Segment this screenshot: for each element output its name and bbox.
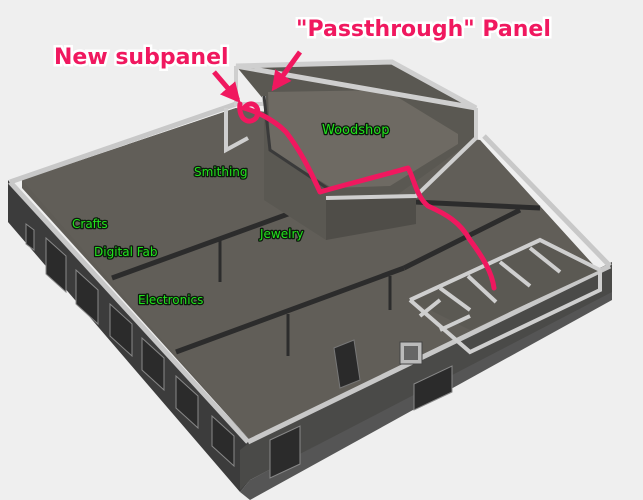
subpanel-nook — [224, 108, 249, 154]
small-rooms — [408, 237, 602, 355]
room-label-electronics: Electronics — [138, 293, 203, 307]
new-subpanel-label: New subpanel — [54, 45, 229, 70]
passthrough-panel-arrow — [271, 50, 303, 92]
passthrough-panel-label: "Passthrough" Panel — [296, 17, 551, 42]
furniture — [333, 339, 423, 389]
partition-posts — [218, 240, 392, 356]
room-label-crafts: Crafts — [72, 217, 108, 231]
room-label-digital-fab: Digital Fab — [94, 245, 158, 259]
room-label-woodshop: Woodshop — [322, 123, 389, 138]
woodshop-tower — [234, 59, 478, 240]
room-label-jewelry: Jewelry — [259, 227, 304, 241]
room-label-smithing: Smithing — [194, 165, 248, 179]
outer-windows — [25, 223, 453, 479]
wire-route-line — [237, 101, 497, 291]
new-subpanel-arrow — [212, 70, 241, 104]
